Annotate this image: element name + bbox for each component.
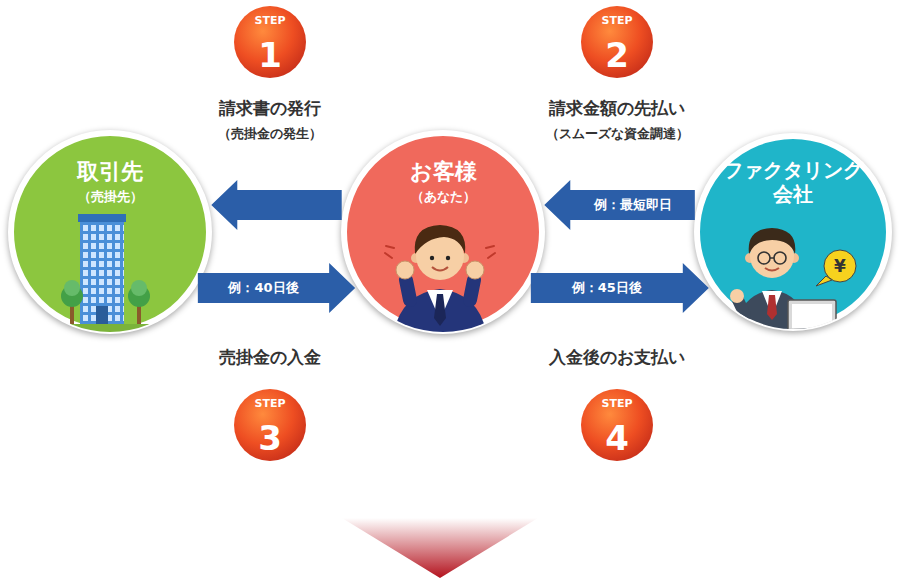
- node-subtitle: （あなた）: [411, 189, 476, 205]
- step-word: STEP: [254, 398, 285, 409]
- step-note: （スムーズな資金調達）: [546, 127, 689, 140]
- step-word: STEP: [601, 398, 632, 409]
- arrow-label: 例：40日後: [228, 279, 298, 297]
- client-circle: 取引先 （売掛先）: [7, 129, 213, 335]
- step-word: STEP: [601, 15, 632, 26]
- step-number: 4: [605, 421, 629, 455]
- node-text-group: ファクタリング 会社: [693, 158, 893, 206]
- flow-arrow: [198, 263, 355, 313]
- node-title: お客様: [410, 159, 477, 185]
- flow-arrow: [211, 180, 341, 230]
- node-title: 取引先: [77, 159, 143, 185]
- node-text-group: 取引先 （売掛先）: [7, 159, 213, 205]
- arrow-label: 例：最短即日: [594, 196, 672, 214]
- flow-arrow: [544, 180, 695, 230]
- customer-circle: お客様 （あなた）: [340, 129, 546, 335]
- circle-fill: [11, 133, 209, 331]
- flow-arrow: [531, 263, 709, 313]
- step-note: （売掛金の発生）: [218, 127, 322, 140]
- step-number: 2: [605, 38, 629, 72]
- node-subtitle: （売掛先）: [78, 189, 143, 205]
- step-title: 請求金額の先払い: [549, 100, 685, 117]
- step-word: STEP: [254, 15, 285, 26]
- step-number: 1: [258, 38, 282, 72]
- node-title: ファクタリング 会社: [718, 158, 868, 206]
- node-text-group: お客様 （あなた）: [340, 159, 546, 205]
- arrow-label: 例：45日後: [572, 279, 642, 297]
- down-triangle: [342, 518, 538, 578]
- step-badge: [234, 6, 653, 461]
- circle-fill: [697, 136, 889, 328]
- step-title: 売掛金の入金: [219, 349, 321, 366]
- yen-sign: ¥: [834, 258, 846, 275]
- circle-fill: [344, 133, 542, 331]
- step-title: 入金後のお支払い: [549, 349, 685, 366]
- factoring-circle: ファクタリング 会社: [693, 132, 893, 332]
- step-number: 3: [258, 421, 282, 455]
- step-title: 請求書の発行: [219, 100, 321, 117]
